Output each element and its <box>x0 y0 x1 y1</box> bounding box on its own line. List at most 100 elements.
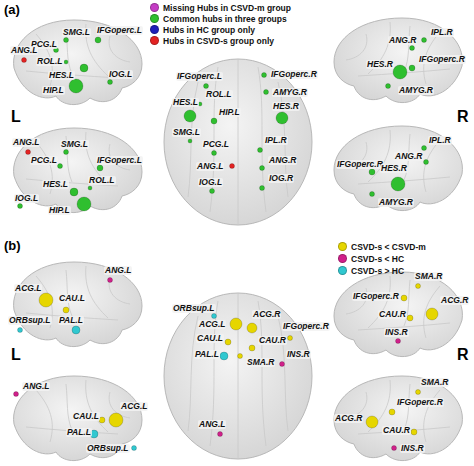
region-label: HES.R <box>366 60 394 69</box>
region-label: ACG.L <box>120 402 148 411</box>
region-label: SMA.R <box>414 272 443 281</box>
region-label: IFGoperc.R <box>282 322 330 331</box>
region-label: HIP.L <box>218 108 241 117</box>
region-label: CAU.L <box>72 412 100 421</box>
hub-dot <box>109 413 123 427</box>
region-label: SMG.L <box>60 140 89 149</box>
legend-swatch <box>150 36 159 45</box>
hub-dot <box>407 315 413 321</box>
brain-medial-left <box>14 376 142 461</box>
region-label: ANG.R <box>388 36 417 45</box>
hub-dot <box>132 446 137 451</box>
hub-dot <box>220 352 228 360</box>
region-label: CAU.L <box>196 334 224 343</box>
region-label: PCG.L <box>30 156 58 165</box>
region-label: ANG.L <box>12 138 40 147</box>
region-label: AMYG.R <box>398 86 434 95</box>
panel-label: (b) <box>3 238 22 253</box>
region-label: IOG.L <box>198 178 223 187</box>
hub-dot <box>416 284 421 289</box>
region-label: IFGoperc.R <box>270 70 318 79</box>
hub-dot <box>280 362 285 367</box>
hub-dot <box>238 354 243 359</box>
legend-text: Missing Hubs in CSVD-m group <box>163 3 291 13</box>
hub-dot <box>39 293 53 307</box>
hub-dot <box>247 323 257 333</box>
hub-dot <box>411 429 417 435</box>
hub-dot <box>63 307 69 313</box>
region-label: ROL.L <box>88 176 116 185</box>
panel-label: (a) <box>3 2 21 17</box>
region-label: PAL.L <box>66 428 92 437</box>
hub-dot <box>18 328 23 333</box>
hub-dot <box>410 46 415 51</box>
hub-dot <box>88 186 92 190</box>
brain-lateral-left <box>14 262 142 347</box>
hub-dot <box>389 409 395 415</box>
legend-row: CSVD-s < CSVD-m <box>338 242 426 252</box>
panel-label: R <box>456 108 470 126</box>
legend-text: Hubs in CSVD-s group only <box>163 36 274 46</box>
panel-label: R <box>456 346 470 364</box>
region-label: HES.R <box>272 102 300 111</box>
brain-lateral-right <box>334 272 462 357</box>
legend-row: Hubs in CSVD-s group only <box>150 36 274 46</box>
region-label: INS.R <box>400 444 425 453</box>
region-label: INS.R <box>384 328 409 337</box>
legend-swatch <box>338 254 347 263</box>
region-label: ANG.L <box>10 46 38 55</box>
hub-dot <box>211 118 217 124</box>
hub-dot <box>204 84 209 89</box>
hub-dot <box>212 151 217 156</box>
hub-dot <box>260 186 265 191</box>
legend-row: Hubs in HC group only <box>150 25 255 35</box>
legend-swatch <box>150 25 159 34</box>
hub-dot <box>230 164 235 169</box>
hub-dot <box>262 73 267 78</box>
region-label: ANG.L <box>198 420 226 429</box>
region-label: CAU.L <box>58 294 86 303</box>
hub-dot <box>393 65 407 79</box>
region-label: INS.R <box>286 350 311 359</box>
hub-dot <box>14 392 19 397</box>
hub-dot <box>26 150 31 155</box>
hub-dot <box>218 432 223 437</box>
region-label: IFGoperc.R <box>336 160 384 169</box>
region-label: IPL.R <box>430 28 454 37</box>
region-label: ACG.L <box>198 320 226 329</box>
hub-dot <box>188 139 192 143</box>
hub-dot <box>72 326 80 334</box>
region-label: ACG.L <box>14 284 42 293</box>
region-label: HES.L <box>172 98 199 107</box>
hub-dot <box>64 60 68 64</box>
hub-dot <box>422 38 427 43</box>
region-label: IOG.L <box>108 70 133 79</box>
hub-dot <box>258 148 263 153</box>
region-label: SMG.L <box>172 128 201 137</box>
hub-dot <box>64 150 69 155</box>
region-label: ANG.R <box>394 152 423 161</box>
hub-dot <box>276 112 288 124</box>
hub-dot <box>95 37 101 43</box>
region-label: CAU.R <box>258 336 287 345</box>
hub-dot <box>422 146 427 151</box>
legend-swatch <box>338 242 347 251</box>
legend-text: Hubs in HC group only <box>163 25 255 35</box>
hub-dot <box>392 446 397 451</box>
region-label: ANG.L <box>104 266 132 275</box>
hub-dot <box>80 64 88 72</box>
hub-dot <box>391 177 405 191</box>
region-label: ANG.L <box>196 162 224 171</box>
region-label: IFGoperc.L <box>176 72 223 81</box>
hub-dot <box>70 188 78 196</box>
legend-swatch <box>338 266 347 275</box>
region-label: PAL.L <box>58 316 84 325</box>
hub-dot <box>210 189 215 194</box>
region-label: ACG.R <box>334 414 363 423</box>
legend-row: Common hubs in three groups <box>150 14 287 24</box>
region-label: ANG.L <box>22 382 50 391</box>
hub-dot <box>97 165 103 171</box>
brain-axial <box>164 59 312 225</box>
hub-dot <box>370 192 375 197</box>
